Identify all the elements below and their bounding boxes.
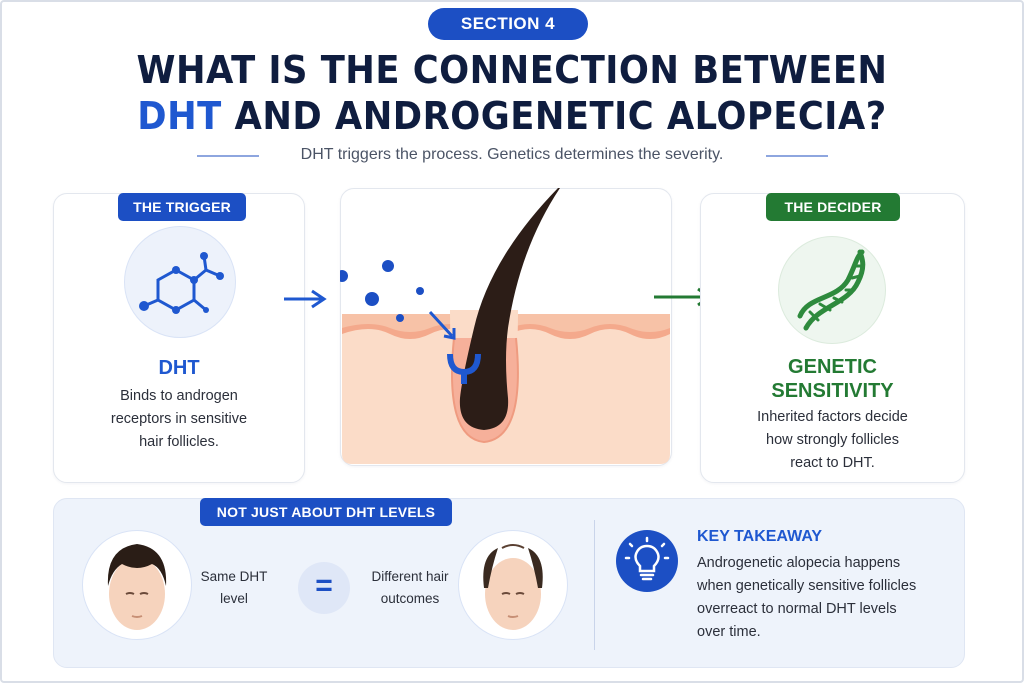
panel-divider (594, 520, 595, 650)
title-rest: AND ANDROGENETIC ALOPECIA? (234, 94, 887, 138)
right-label-line: Different hair (371, 569, 449, 584)
trigger-tag: THE TRIGGER (118, 193, 246, 221)
trigger-description: Binds to androgen receptors in sensitive… (53, 385, 305, 454)
comparison-tag: NOT JUST ABOUT DHT LEVELS (200, 498, 452, 526)
takeaway-line: over time. (697, 624, 761, 640)
takeaway-line: overreact to normal DHT levels (697, 601, 897, 617)
decider-desc-line: how strongly follicles (766, 432, 899, 448)
thinning-hair-head-icon (483, 544, 543, 630)
right-comparison-label: Different hair outcomes (362, 566, 458, 610)
subtitle: DHT triggers the process. Genetics deter… (300, 146, 724, 163)
takeaway-text: Androgenetic alopecia happens when genet… (697, 552, 957, 644)
takeaway-line: Androgenetic alopecia happens (697, 555, 901, 571)
decider-desc-line: Inherited factors decide (757, 409, 908, 425)
left-label-line: Same DHT (200, 569, 268, 584)
trigger-icon-circle (124, 226, 236, 338)
equals-symbol: = (315, 569, 333, 602)
decider-description: Inherited factors decide how strongly fo… (700, 406, 965, 475)
decider-heading: GENETIC SENSITIVITY (700, 355, 965, 403)
trigger-desc-line: hair follicles. (139, 434, 219, 450)
left-label-line: level (220, 591, 248, 606)
left-comparison-label: Same DHT level (198, 566, 270, 610)
decider-heading-line: GENETIC (788, 356, 877, 378)
arrow-right-icon (284, 289, 327, 309)
equals-circle (298, 562, 350, 614)
dna-icon (797, 249, 866, 331)
molecule-icon (139, 252, 224, 314)
trigger-heading: DHT (158, 357, 200, 379)
title-accent: DHT (137, 94, 222, 138)
takeaway-line: when genetically sensitive follicles (697, 578, 917, 594)
trigger-desc-line: receptors in sensitive (110, 411, 248, 427)
right-label-line: outcomes (380, 591, 440, 606)
section-badge: SECTION 4 (428, 8, 588, 40)
decider-desc-line: react to DHT. (790, 455, 875, 471)
subtitle-divider-left (197, 155, 259, 157)
subtitle-divider-right (766, 155, 828, 157)
takeaway-title: KEY TAKEAWAY (697, 528, 823, 545)
decider-heading-line: SENSITIVITY (771, 380, 894, 402)
title-line-1: WHAT IS THE CONNECTION BETWEEN (136, 48, 888, 92)
full-hair-head-icon (107, 544, 167, 630)
decider-icon-circle (778, 236, 886, 344)
trigger-desc-line: Binds to androgen (120, 388, 238, 404)
lightbulb-icon (624, 536, 670, 581)
title-line-2: DHT AND ANDROGENETIC ALOPECIA? (36, 94, 988, 138)
hair-follicle-illustration (340, 188, 670, 464)
decider-tag: THE DECIDER (766, 193, 900, 221)
